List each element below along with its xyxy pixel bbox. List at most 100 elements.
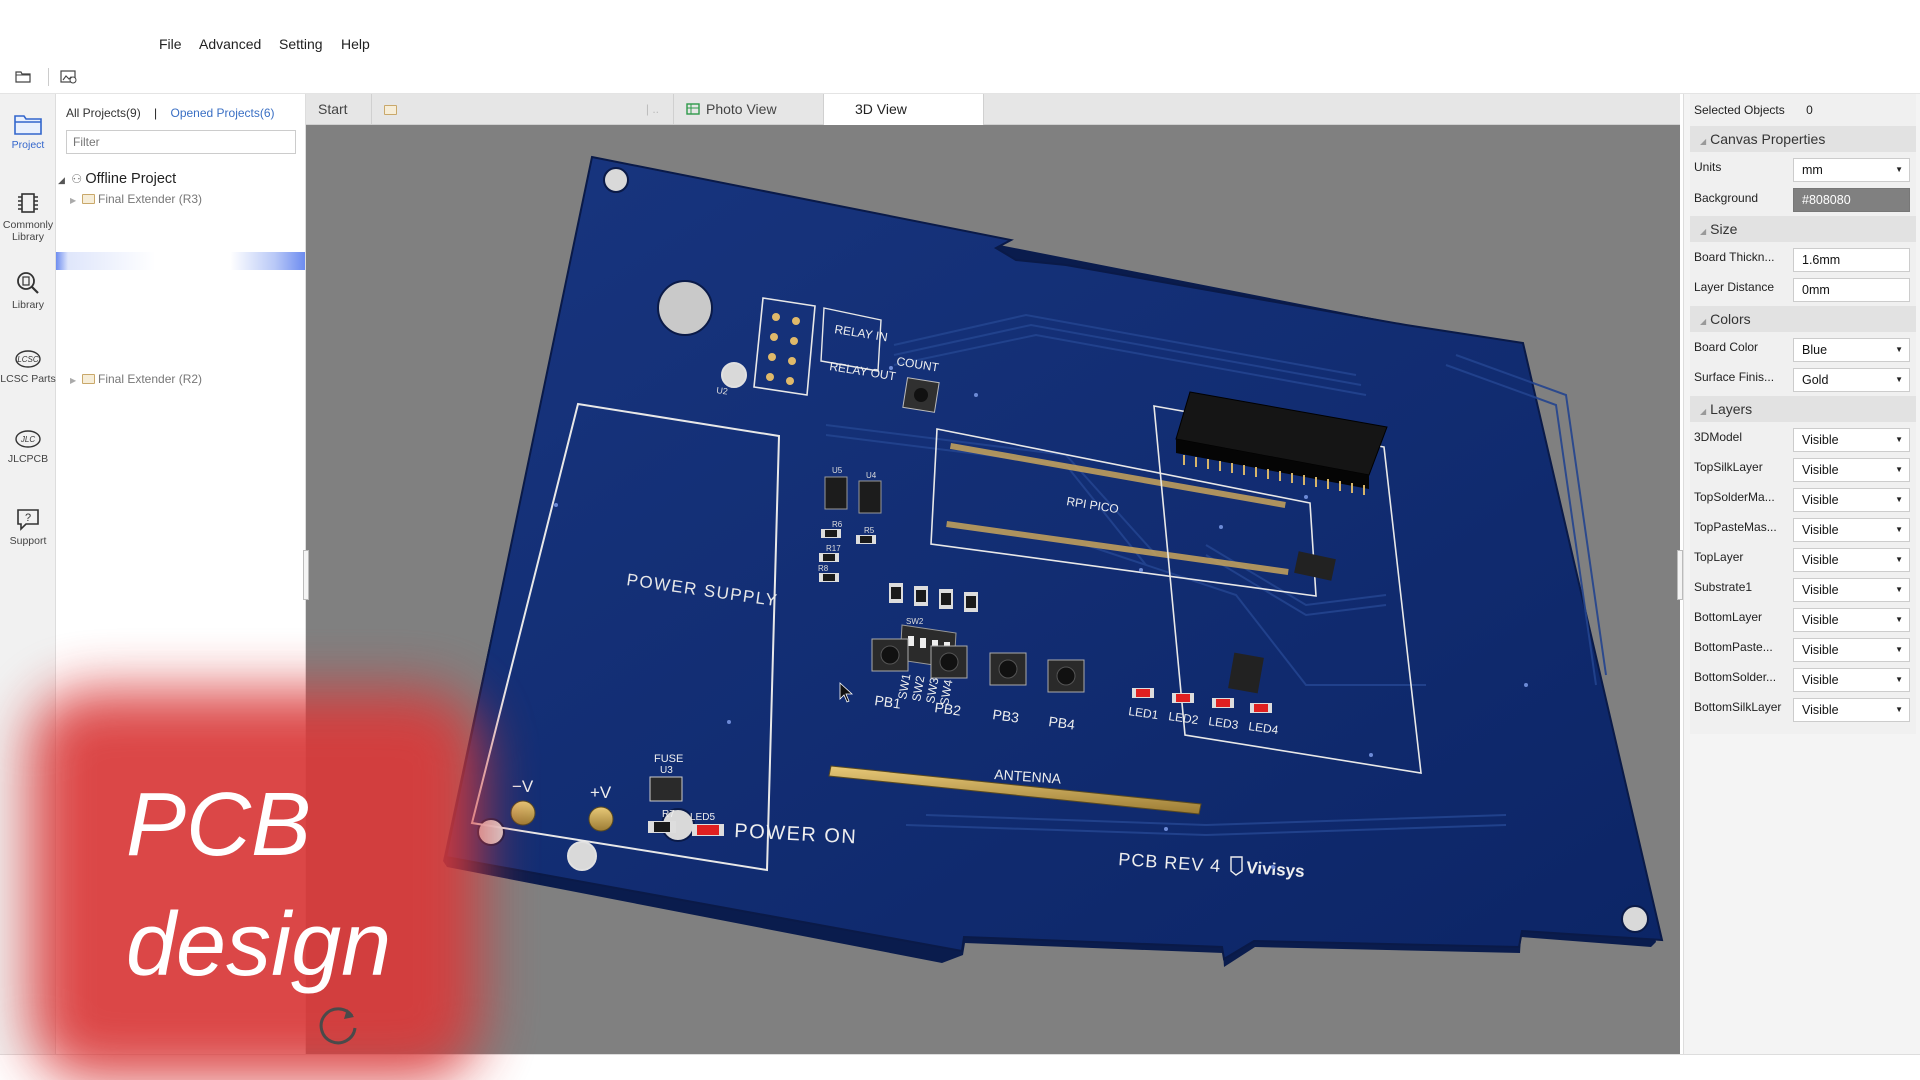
layer-label: TopSolderMa... — [1694, 490, 1775, 504]
menu-advanced[interactable]: Advanced — [199, 36, 262, 52]
tab-start-label: Start — [318, 101, 348, 117]
surface-finish-select[interactable]: Gold — [1793, 368, 1910, 392]
jlcpcb-icon: JLC — [15, 430, 41, 448]
board-color-select[interactable]: Blue — [1793, 338, 1910, 362]
layer-visibility-select[interactable]: Visible — [1793, 668, 1910, 692]
ic-u4 — [858, 480, 882, 514]
silk-u5: U5 — [832, 466, 843, 475]
background-label: Background — [1694, 191, 1759, 205]
layer-visibility-select[interactable]: Visible — [1793, 608, 1910, 632]
menu-bar: File Advanced Setting Help — [0, 0, 1920, 58]
tree-root-label[interactable]: Offline Project — [85, 171, 177, 187]
silk-pb2: PB2 — [934, 699, 963, 719]
open-folder-icon[interactable] — [12, 66, 34, 86]
reset-view-icon[interactable] — [314, 1000, 364, 1050]
rail-jlcpcb-label: JLCPCB — [7, 453, 49, 465]
rail-commonly-library[interactable]: Commonly Library — [0, 190, 56, 243]
board-thickness-input[interactable]: 1.6mm — [1793, 248, 1910, 272]
background-color-field[interactable]: #808080 — [1793, 188, 1910, 212]
mount-hole — [477, 818, 505, 846]
silk-led1: LED1 — [1128, 704, 1160, 722]
silk-r8: R8 — [818, 564, 829, 573]
layer-distance-label: Layer Distance — [1694, 280, 1775, 294]
rail-support-label: Support — [9, 535, 47, 547]
terminal-plus — [588, 806, 614, 832]
project-tree: ◢ ⚇ Offline Project — [58, 171, 176, 187]
layer-visibility-select[interactable]: Visible — [1793, 638, 1910, 662]
mount-hole — [657, 280, 713, 336]
layer-visibility-select[interactable]: Visible — [1793, 488, 1910, 512]
tab-opened-projects[interactable]: Opened Projects(6) — [170, 106, 275, 120]
right-panel-splitter[interactable] — [1677, 550, 1683, 600]
rail-project[interactable]: Project — [0, 112, 56, 151]
push-buttons — [871, 638, 1085, 693]
layer-visibility-select[interactable]: Visible — [1793, 428, 1910, 452]
library-search-icon — [17, 272, 39, 294]
silk-led3: LED3 — [1208, 714, 1240, 732]
silk-r6: R6 — [832, 520, 843, 529]
toolbar-separator — [48, 68, 49, 86]
mount-hole — [721, 362, 747, 388]
fuse — [649, 776, 683, 802]
menu-file[interactable]: File — [159, 36, 182, 52]
tab-document[interactable]: | .. — [372, 94, 674, 125]
silk-u4: U4 — [866, 471, 877, 480]
left-panel-splitter[interactable] — [303, 550, 309, 600]
expand-arrow-icon[interactable]: ▶ — [70, 376, 77, 385]
3d-canvas[interactable]: POWER SUPPLY U2 RELAY IN RELAY OUT COUNT… — [306, 125, 1680, 1055]
section-colors[interactable]: ◢Colors — [1690, 306, 1916, 332]
section-canvas-properties[interactable]: ◢Canvas Properties — [1690, 126, 1916, 152]
layer-distance-input[interactable]: 0mm — [1793, 278, 1910, 302]
caption-line-1: PCB — [126, 775, 312, 875]
silk-plus-v: +V — [590, 783, 612, 802]
open-image-icon[interactable] — [58, 66, 80, 86]
rail-support[interactable]: ? Support — [0, 506, 56, 547]
tab-3d-view-label: 3D View — [855, 101, 907, 117]
units-label: Units — [1694, 160, 1722, 174]
svg-text:LCSC: LCSC — [17, 355, 39, 364]
layer-visibility-select[interactable]: Visible — [1793, 578, 1910, 602]
layer-visibility-select[interactable]: Visible — [1793, 458, 1910, 482]
section-size[interactable]: ◢Size — [1690, 216, 1916, 242]
lcsc-icon: LCSC — [15, 350, 41, 368]
tab-photo-view-label: Photo View — [706, 101, 777, 117]
layer-visibility-select[interactable]: Visible — [1793, 548, 1910, 572]
tab-start[interactable]: Start — [306, 94, 372, 125]
filter-input[interactable] — [66, 130, 296, 154]
menu-help[interactable]: Help — [341, 36, 370, 52]
section-canvas-properties-label: Canvas Properties — [1710, 131, 1826, 147]
tree-item[interactable]: ▶Final Extender (R2) — [70, 372, 202, 386]
tree-item[interactable]: ▶Final Extender (R3) — [70, 192, 202, 206]
layer-visibility-select[interactable]: Visible — [1793, 518, 1910, 542]
rail-lcsc-label: LCSC Parts — [0, 373, 56, 385]
silk-pb1: PB1 — [874, 692, 903, 712]
mount-hole — [567, 841, 597, 871]
silk-r5: R5 — [864, 526, 875, 535]
silk-pb4: PB4 — [1048, 713, 1077, 733]
tab-3d-view[interactable]: 3D View — [824, 94, 984, 125]
mount-hole — [1621, 905, 1649, 933]
layer-label: TopPasteMas... — [1694, 520, 1777, 534]
layer-visibility-select[interactable]: Visible — [1793, 698, 1910, 722]
collapse-arrow-icon[interactable]: ◢ — [58, 175, 65, 185]
layer-label: BottomLayer — [1694, 610, 1763, 624]
tab-close-icon[interactable]: | .. — [645, 102, 659, 116]
units-select[interactable]: mm — [1793, 158, 1910, 182]
user-icon: ⚇ — [71, 172, 83, 186]
silk-brand: Vivisys — [1246, 858, 1305, 881]
collapse-icon: ◢ — [1700, 137, 1707, 146]
section-layers[interactable]: ◢Layers — [1690, 396, 1916, 422]
silk-sw4: SW4 — [937, 678, 955, 706]
rail-library[interactable]: Library — [0, 270, 56, 311]
tab-photo-view[interactable]: Photo View — [674, 94, 824, 125]
status-divider — [0, 1054, 1920, 1055]
rail-jlcpcb[interactable]: JLC JLCPCB — [0, 428, 56, 465]
layer-label: BottomSolder... — [1694, 670, 1777, 684]
silk-minus-v: −V — [512, 777, 534, 796]
menu-setting[interactable]: Setting — [279, 36, 323, 52]
rail-lcsc[interactable]: LCSC LCSC Parts — [0, 348, 56, 385]
tab-all-projects[interactable]: All Projects(9) — [66, 106, 141, 120]
silk-antenna: ANTENNA — [994, 766, 1063, 787]
expand-arrow-icon[interactable]: ▶ — [70, 196, 77, 205]
brand-logo-icon — [1230, 856, 1243, 876]
